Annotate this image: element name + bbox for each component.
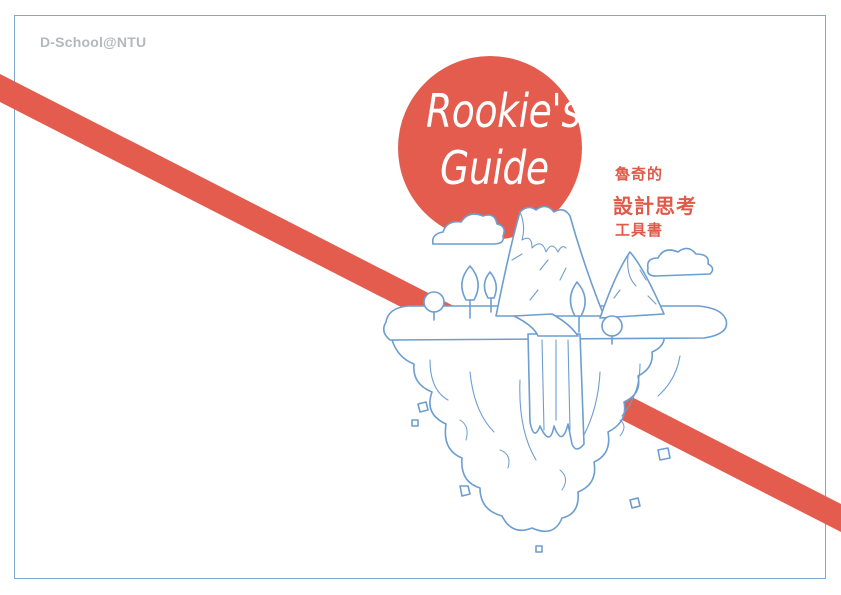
brand-logo-text: D-School@NTU <box>40 34 147 50</box>
subtitle-line-1: 魯奇的 <box>615 165 664 183</box>
subtitle-line-2: 設計思考 <box>613 194 697 218</box>
tree-icon <box>423 291 445 321</box>
tree-icon <box>601 315 623 345</box>
river <box>513 313 579 337</box>
floating-rock <box>629 497 641 509</box>
floating-rock <box>459 485 471 497</box>
red-sun-circle <box>398 56 582 240</box>
subtitle-line-3: 工具書 <box>615 221 664 239</box>
floating-rock <box>417 401 429 413</box>
island-underside <box>391 333 666 533</box>
tree-icon <box>461 265 479 319</box>
diagonal-red-band <box>0 74 841 532</box>
cover-frame <box>14 15 826 579</box>
tree-icon <box>569 281 586 333</box>
tree-icon <box>483 271 498 313</box>
cloud-left-icon <box>431 213 505 245</box>
floating-island-icon <box>382 205 728 553</box>
small-mountain <box>599 251 665 319</box>
title-line-rookies: Rookie's <box>426 84 581 138</box>
floating-rock <box>535 545 543 553</box>
cloud-right-icon <box>646 247 714 277</box>
floating-rock <box>657 447 671 461</box>
title-line-guide: Guide <box>440 141 549 195</box>
floating-rock <box>411 419 419 427</box>
